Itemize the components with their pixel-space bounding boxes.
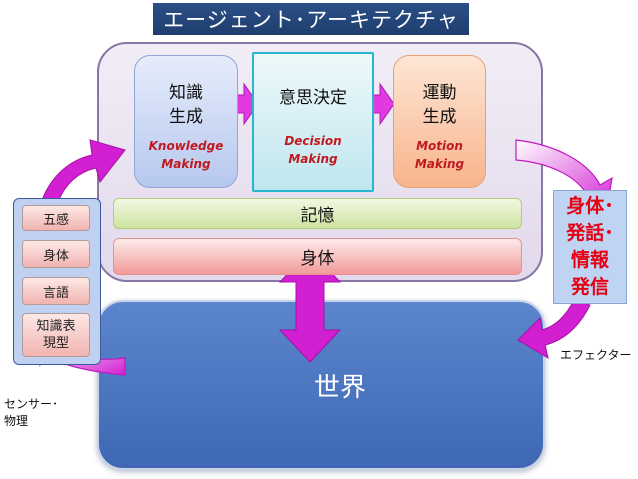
sensor-knowledge-representation: 知識表 現型 [22, 313, 90, 357]
sensor-five-senses: 五感 [22, 205, 90, 231]
arrow-output-to-world [517, 299, 591, 360]
decision-making-module: 意思決定 Decision Making [252, 52, 374, 192]
effector-label: エフェクター [560, 348, 632, 362]
knowledge-making-module: 知識 生成 Knowledge Making [134, 55, 238, 188]
motion-en-label: Motion Making [414, 138, 465, 171]
output-box: 身体･ 発話･ 情報 発信 [553, 190, 627, 304]
arrow-body-world-double [278, 249, 342, 363]
arrow-sensors-to-knowledge [41, 139, 126, 203]
sensor-physical-label: センサー･ 物理 [4, 397, 59, 428]
decision-jp-label: 意思決定 [279, 88, 347, 108]
knowledge-en-label: Knowledge Making [148, 138, 224, 171]
sensor-body: 身体 [22, 240, 90, 268]
knowledge-jp-label: 知識 生成 [169, 82, 203, 127]
motion-jp-label: 運動 生成 [422, 82, 457, 127]
sensor-language: 言語 [22, 277, 90, 305]
page-title: エージェント･アーキテクチャ [153, 3, 469, 35]
body-layer: 身体 [113, 238, 522, 275]
memory-layer: 記憶 [113, 198, 522, 229]
arrow-decision-to-motion [371, 82, 395, 126]
world-label: 世界 [313, 372, 366, 403]
motion-making-module: 運動 生成 Motion Making [393, 55, 486, 188]
decision-en-label: Decision Making [284, 134, 342, 166]
